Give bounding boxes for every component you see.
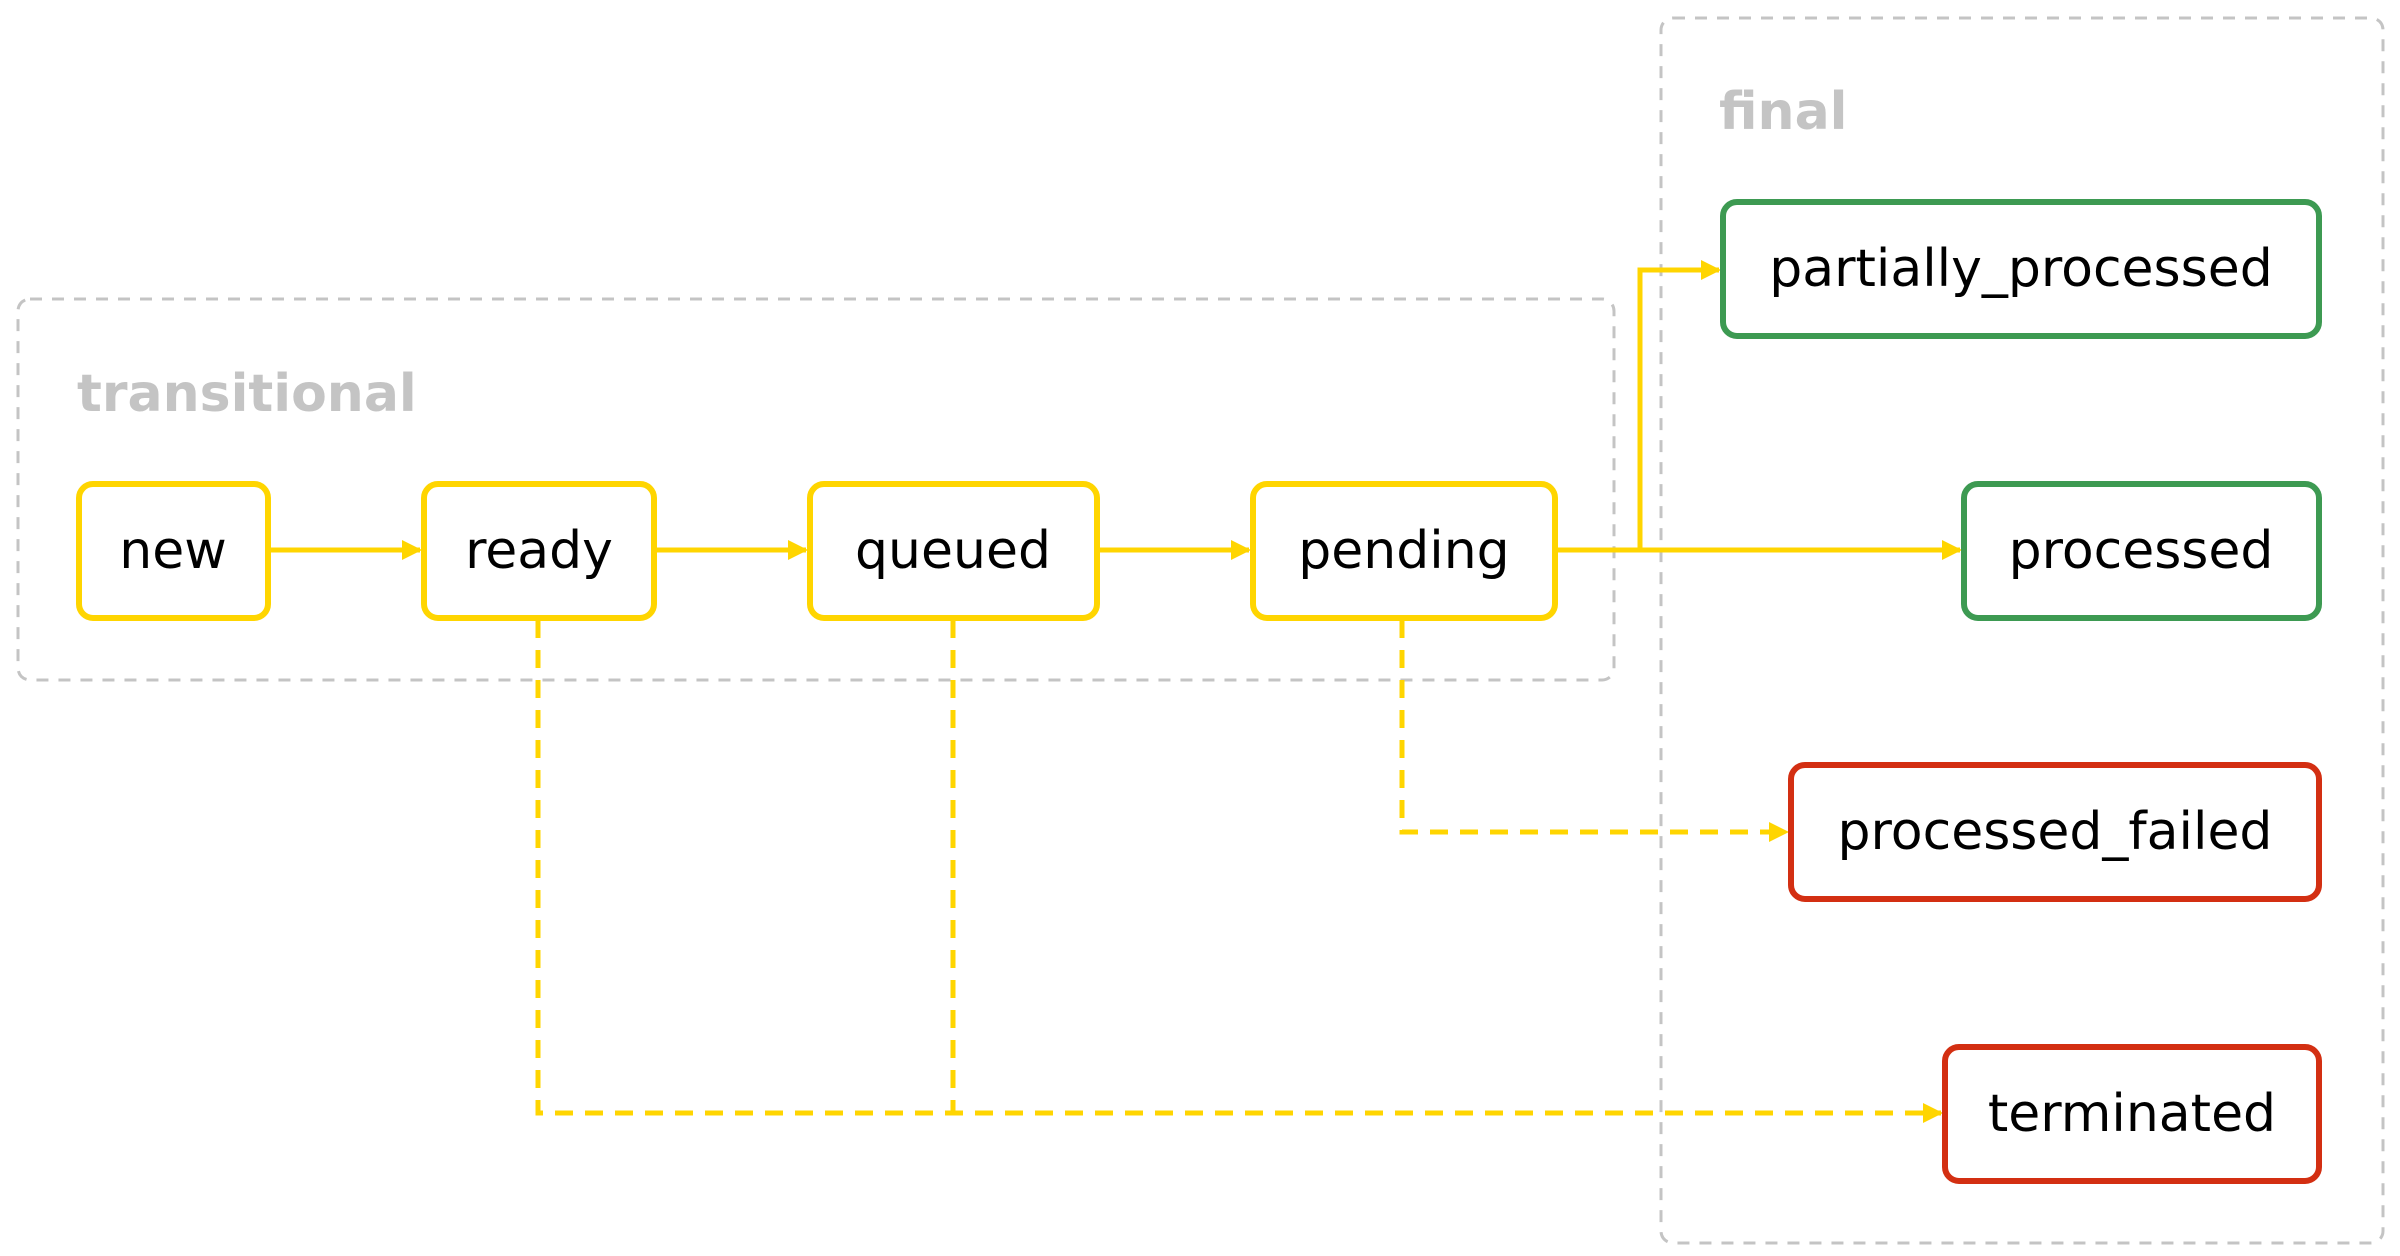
node-pending: pending — [1250, 481, 1558, 621]
node-processed: processed — [1961, 481, 2322, 621]
node-terminated-label: terminated — [1988, 1084, 2276, 1144]
node-partially-processed-box — [1720, 199, 2322, 339]
node-terminated: terminated — [1942, 1044, 2322, 1184]
node-processed-failed: processed_failed — [1788, 762, 2322, 902]
node-processed-failed-box — [1788, 762, 2322, 902]
group-transitional-label: transitional — [77, 364, 417, 424]
edge-pending-to-partially-processed — [1555, 260, 1721, 553]
node-queued: queued — [807, 481, 1100, 621]
node-queued-label: queued — [855, 521, 1051, 581]
node-processed-label: processed — [2009, 521, 2274, 581]
edge-ready-to-terminated — [535, 620, 1943, 1123]
node-partially-processed: partially_processed — [1720, 199, 2322, 339]
node-new-label: new — [119, 521, 226, 581]
group-final-label: final — [1719, 82, 1847, 142]
node-pending-box — [1250, 481, 1558, 621]
node-processed-failed-label: processed_failed — [1838, 802, 2273, 862]
node-new: new — [76, 481, 271, 621]
group-transitional: transitional — [16, 297, 1616, 682]
node-partially-processed-label: partially_processed — [1769, 239, 2272, 299]
node-terminated-box — [1942, 1044, 2322, 1184]
edges — [268, 260, 1962, 1123]
node-queued-box — [807, 481, 1100, 621]
group-final: final — [1659, 16, 2385, 1245]
node-ready-label: ready — [465, 521, 613, 581]
node-ready-box — [421, 481, 657, 621]
group-transitional-border — [16, 297, 1616, 682]
node-ready: ready — [421, 481, 657, 621]
edge-pending-to-processed-failed — [1399, 620, 1789, 842]
node-new-box — [76, 481, 271, 621]
node-pending-label: pending — [1298, 521, 1509, 581]
node-processed-box — [1961, 481, 2322, 621]
